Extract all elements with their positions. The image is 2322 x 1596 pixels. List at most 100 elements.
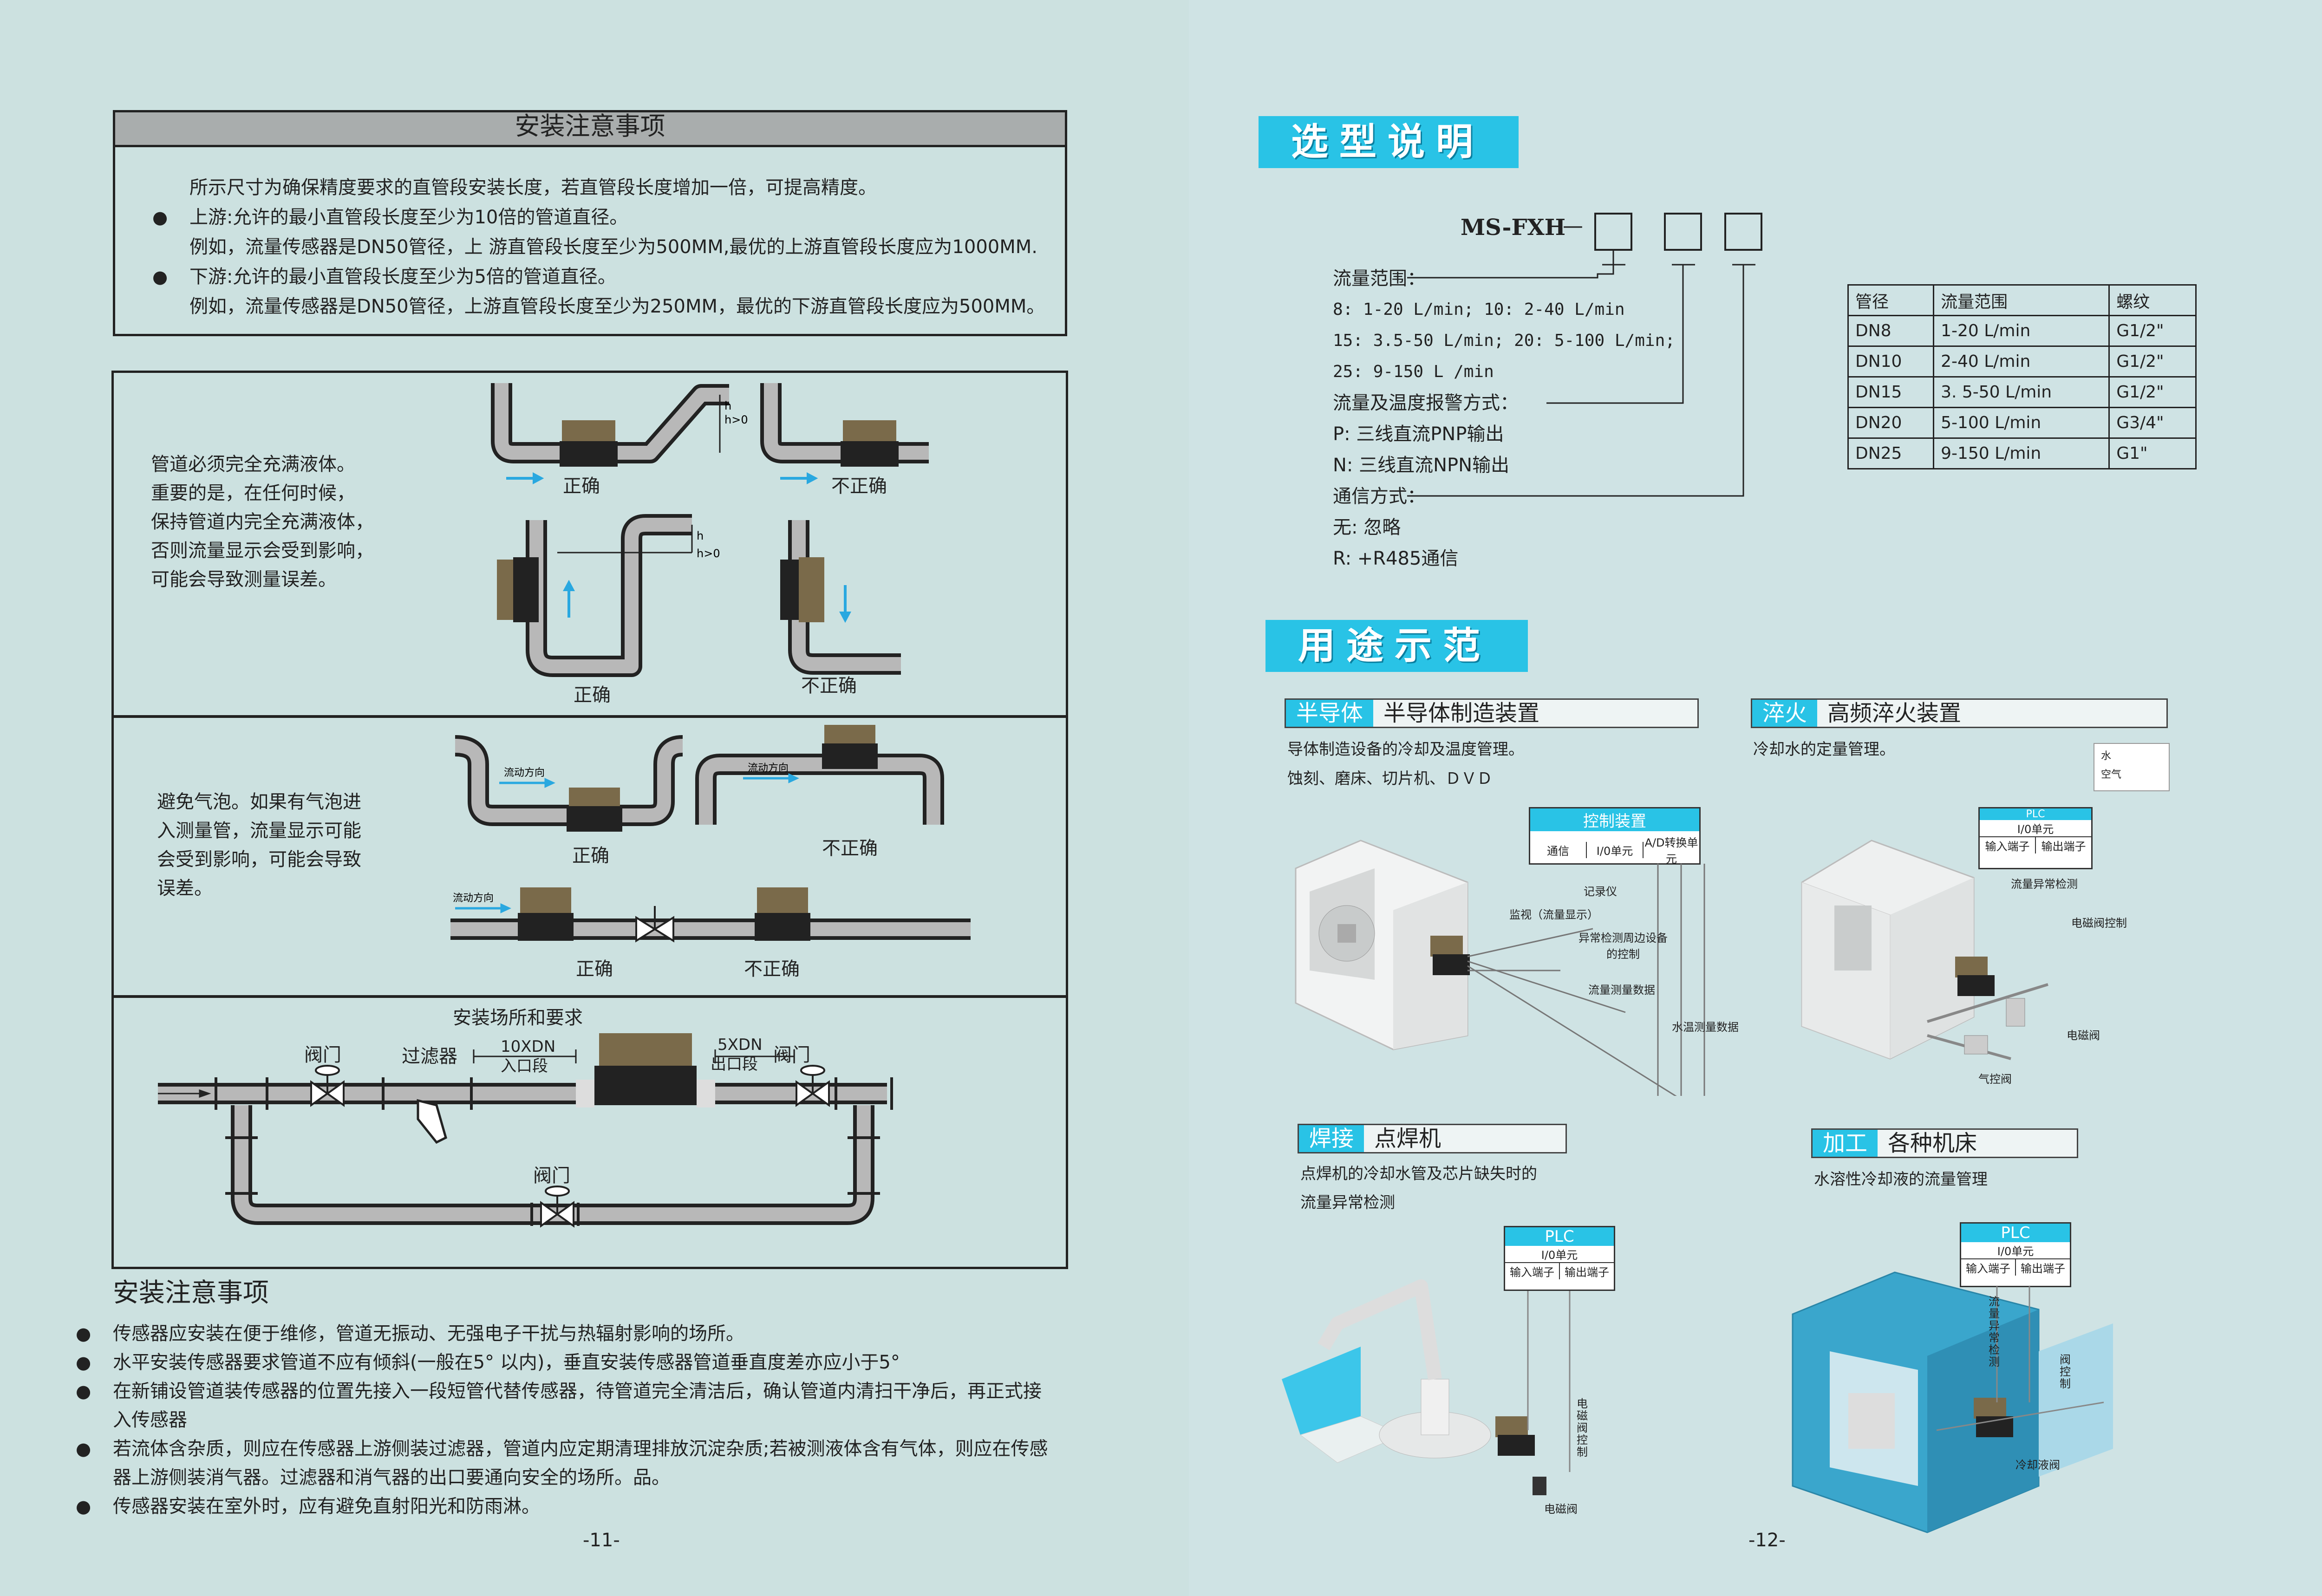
panel-title: PLC [1980, 808, 2091, 820]
text-line: 保持管道内完全充满液体， [151, 511, 374, 533]
valve-icon [310, 1065, 830, 1228]
notice-title: 安装注意事项 [113, 110, 1067, 147]
inlet-length: 10XDN [501, 1037, 556, 1056]
divider [111, 715, 1068, 718]
panel-cell: 输入端子 [1505, 1263, 1560, 1279]
table-cell: 9-150 L/min [1933, 437, 2110, 469]
app-tag-welding: 焊接点焊机 [1298, 1124, 1567, 1153]
table-header-cell: 管径 [1847, 284, 1935, 316]
sensor-icon [497, 420, 899, 622]
app-category: 加工 [1813, 1130, 1878, 1157]
note-item: 器上游侧装消气器。过滤器和消气器的出口要通向安全的场所。品。 [113, 1467, 670, 1488]
selection-banner: 选型说明 [1259, 116, 1519, 168]
panel-cell: I/0单元 [1980, 820, 2091, 837]
panel-cell: I/0单元 [1961, 1242, 2070, 1259]
app-title: 高频淬火装置 [1827, 700, 1962, 726]
panel-title: PLC [1505, 1227, 1614, 1246]
sensor-icon [518, 725, 878, 941]
welding-robot-illustration [1282, 1279, 1571, 1495]
outlet-label: 出口段 [711, 1055, 758, 1074]
table-cell: 5-100 L/min [1933, 407, 2110, 439]
inlet-label: 入口段 [501, 1057, 548, 1075]
table-cell: DN10 [1847, 345, 1935, 378]
flow-direction-label: 流动方向 [748, 762, 789, 774]
valve-label: 阀门 [773, 1044, 810, 1066]
spec-line: P: 三线直流PNP输出 [1333, 423, 1504, 445]
semiconductor-machine-illustration [1295, 840, 1705, 1096]
control-device-panel: 控制装置 通信 I/0单元 A/D转换单元 [1529, 807, 1701, 866]
text-line: 可能会导致测量误差。 [151, 569, 337, 590]
panel-cell: 输入端子 [1980, 837, 2036, 853]
app-desc: 蚀刻、磨床、切片机、ＤＶＤ [1287, 769, 1493, 788]
app-title: 点焊机 [1374, 1126, 1441, 1152]
panel-title: PLC [1961, 1224, 2070, 1242]
model-code-box [1664, 213, 1702, 251]
correct-label: 正确 [572, 845, 609, 866]
model-code-box [1594, 213, 1632, 251]
machine-tool-illustration [1792, 1271, 2113, 1533]
note-item: 若流体含杂质，则应在传感器上游侧装过滤器，管道内应定期清理排放沉淀杂质;若被测液… [76, 1434, 1048, 1464]
note-item: 传感器安装在室外时，应有避免直射阳光和防雨淋。 [76, 1492, 540, 1521]
valve-label: 阀门 [533, 1165, 570, 1186]
spec-line: 8: 1-20 L/min; 10: 2-40 L/min [1333, 300, 1625, 319]
note-item: 水平安装传感器要求管道不应有倾斜(一般在5° 以内)，垂直安装传感器管道垂直度差… [76, 1348, 900, 1377]
panel-cell: 输出端子 [1565, 1266, 1609, 1279]
h-label: h [724, 399, 731, 412]
valve-label: 阀门 [304, 1044, 341, 1066]
table-cell: G1/2" [2108, 376, 2197, 408]
correct-label: 正确 [576, 958, 613, 980]
text-line: 否则流量显示会受到影响， [151, 540, 374, 561]
valve-icon [635, 906, 674, 943]
text-line: 重要的是，在任何时候， [151, 482, 355, 504]
outlet-length: 5XDN [717, 1036, 763, 1054]
spec-line: 通信方式： [1333, 486, 1426, 507]
app-desc: 流量异常检测 [1300, 1193, 1395, 1212]
flow-label: 监视（流量显示） [1509, 908, 1598, 921]
table-cell: G1/2" [2108, 345, 2197, 378]
incorrect-label: 不正确 [831, 476, 887, 497]
left-page: 安装注意事项 所示尺寸为确保精度要求的直管段安装长度，若直管段长度增加一倍，可提… [0, 0, 1189, 1596]
table-header-cell: 螺纹 [2108, 284, 2197, 316]
diagram-box [111, 371, 1068, 1269]
panel-cell: 输出端子 [2041, 840, 2086, 853]
panel-cell: 通信 [1530, 841, 1587, 858]
incorrect-label: 不正确 [801, 675, 857, 697]
spec-line: R: +R485通信 [1333, 548, 1459, 569]
table-cell: DN25 [1847, 437, 1935, 469]
legend-water: 水 [2101, 750, 2112, 762]
app-tag-machining: 加工各种机床 [1811, 1128, 2078, 1158]
notice-line: 例如，流量传感器是DN50管径，上游直管段长度至少为250MM，最优的下游直管段… [189, 296, 1045, 317]
app-desc: 水溶性冷却液的流量管理 [1814, 1170, 1988, 1189]
model-code-box [1724, 213, 1762, 251]
table-cell: G1/2" [2108, 315, 2197, 347]
app-category: 半导体 [1286, 700, 1374, 727]
app-category: 淬火 [1752, 700, 1818, 727]
app-desc: 点焊机的冷却水管及芯片缺失时的 [1300, 1165, 1537, 1183]
sensor-icon [576, 1033, 715, 1107]
app-category: 焊接 [1299, 1125, 1364, 1152]
plc-panel: PLC I/0单元 输入端子输出端子 [1504, 1226, 1615, 1291]
h-label: h>0 [724, 413, 748, 426]
panel-cell: 输出端子 [2021, 1262, 2065, 1275]
sensor-icon [1430, 936, 1470, 975]
page-number: -11- [583, 1530, 620, 1551]
flow-direction-label: 流动方向 [453, 892, 494, 904]
table-cell: 1-20 L/min [1933, 315, 2110, 347]
model-dash: — [1563, 214, 1583, 238]
correct-label: 正确 [563, 476, 600, 497]
right-page: 选型说明 MS-FXH — 流量范围： 8: 1-20 L/min; 10: 2… [1189, 0, 2322, 1596]
installation-diagram [158, 1033, 893, 1228]
section2-drawings: 流动方向 流动方向 流动方向 [450, 725, 971, 943]
plc-panel: PLC I/0单元 输入端子输出端子 [1960, 1222, 2071, 1287]
notice-line: 例如，流量传感器是DN50管径，上 游直管段长度至少为500MM,最优的上游直管… [189, 236, 1037, 258]
panel-cell: I/0单元 [1587, 841, 1644, 858]
table-header-cell: 流量范围 [1933, 284, 2110, 316]
table-cell: 3. 5-50 L/min [1933, 376, 2110, 408]
note-item: 在新铺设管道装传感器的位置先接入一段短管代替传感器，待管道完全清洁后，确认管道内… [76, 1376, 1042, 1406]
table-header-row: 管径 流量范围 螺纹 [1847, 284, 2197, 316]
notes-title: 安装注意事项 [113, 1278, 269, 1308]
